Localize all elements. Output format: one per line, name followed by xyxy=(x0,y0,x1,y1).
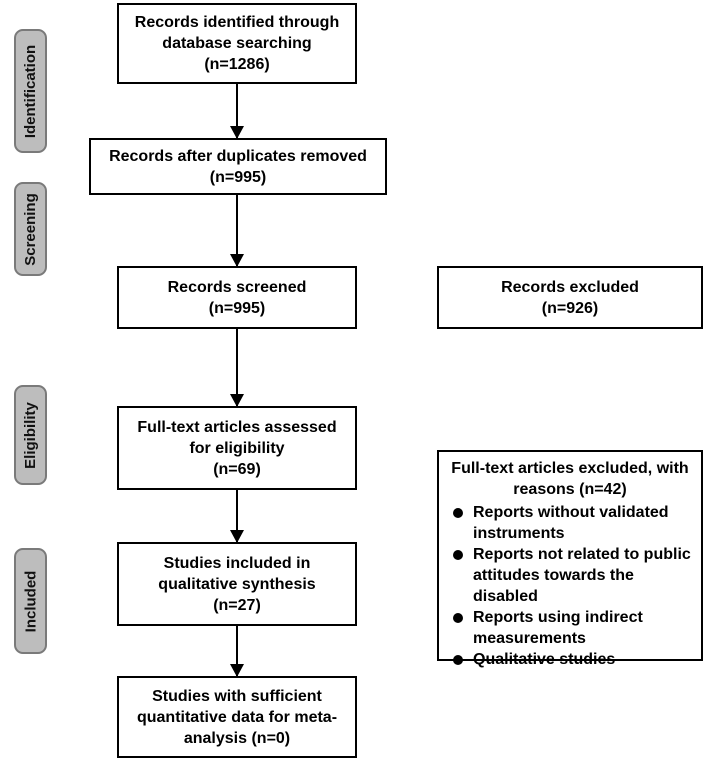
stage-eligibility-label: Eligibility xyxy=(22,401,39,469)
quantitative-box: Studies with sufficient quantitative dat… xyxy=(117,676,357,758)
stage-eligibility: Eligibility xyxy=(14,385,47,485)
exclusion-reasons-list: Reports without validated instruments Re… xyxy=(447,502,693,670)
excluded-box: Records excluded (n=926) xyxy=(437,266,703,329)
arrow-screened-to-fulltext xyxy=(230,329,244,407)
quantitative-line1: Studies with sufficient xyxy=(152,687,322,705)
after-duplicates-line1: Records after duplicates removed xyxy=(109,147,367,165)
exclusion-reason: Reports not related to public attitudes … xyxy=(447,544,693,607)
qualitative-count: (n=27) xyxy=(213,596,261,614)
screened-count: (n=995) xyxy=(208,299,266,317)
screened-box: Records screened (n=995) xyxy=(117,266,357,329)
after-duplicates-count: (n=995) xyxy=(209,168,267,186)
quantitative-line3: analysis (n=0) xyxy=(183,729,291,747)
exclusion-reason: Reports using indirect measurements xyxy=(447,607,693,649)
excluded-count: (n=926) xyxy=(541,299,599,317)
identified-line1: Records identified through xyxy=(134,14,340,31)
excluded-line1: Records excluded xyxy=(501,278,639,296)
fulltext-box: Full-text articles assessed for eligibil… xyxy=(117,406,357,490)
fulltext-line1: Full-text articles assessed xyxy=(137,418,337,436)
fulltext-excluded-header-line2: reasons (n=42) xyxy=(513,481,627,498)
fulltext-line2: for eligibility xyxy=(189,439,285,457)
after-duplicates-box: Records after duplicates removed (n=995) xyxy=(89,138,387,195)
qualitative-line1: Studies included in xyxy=(163,554,311,572)
fulltext-excluded-box: Full-text articles excluded, with reason… xyxy=(437,450,703,668)
exclusion-reason: Reports without validated instruments xyxy=(447,502,693,544)
arrow-duplicates-to-screened xyxy=(230,195,244,267)
identified-box: Records identified through database sear… xyxy=(117,3,357,84)
fulltext-excluded-header-line1: Full-text articles excluded, with xyxy=(451,460,689,477)
exclusion-reason: Qualitative studies xyxy=(447,649,693,670)
stage-identification-label: Identification xyxy=(22,44,39,138)
fulltext-excluded-header: Full-text articles excluded, with reason… xyxy=(447,458,693,500)
stage-identification: Identification xyxy=(14,29,47,153)
screened-line1: Records screened xyxy=(167,278,307,296)
arrow-fulltext-to-qualitative xyxy=(230,490,244,543)
stage-included: Included xyxy=(14,548,47,654)
qualitative-line2: qualitative synthesis xyxy=(158,575,316,593)
fulltext-count: (n=69) xyxy=(213,460,261,478)
identified-count: (n=1286) xyxy=(204,56,270,73)
quantitative-line2: quantitative data for meta- xyxy=(136,708,338,726)
arrow-identified-to-duplicates xyxy=(230,84,244,139)
identified-line2: database searching xyxy=(162,35,312,52)
arrow-qualitative-to-quantitative xyxy=(230,626,244,677)
stage-included-label: Included xyxy=(22,570,40,632)
qualitative-box: Studies included in qualitative synthesi… xyxy=(117,542,357,626)
stage-screening: Screening xyxy=(14,182,47,276)
stage-screening-label: Screening xyxy=(22,192,39,266)
